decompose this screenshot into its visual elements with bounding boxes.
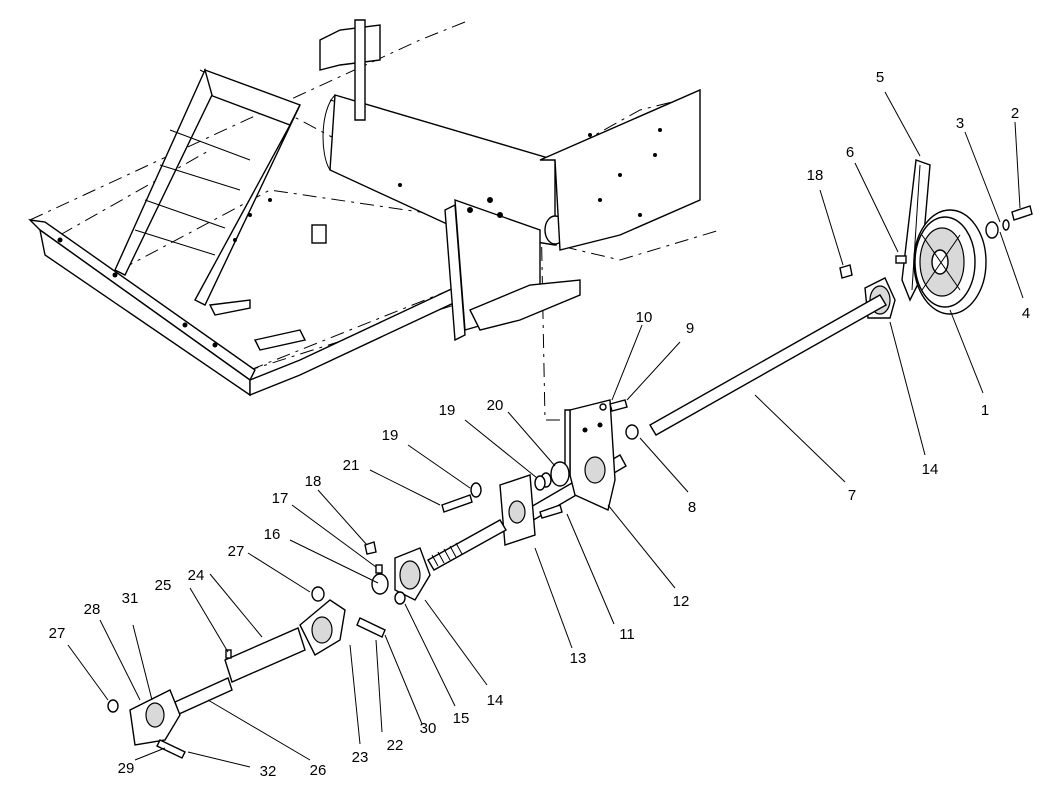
- callout-21: 21: [343, 457, 360, 474]
- callout-labels: 1 2 3 4 5 6 7 8 9 10 11 12 13 14 14 14 1…: [49, 69, 1031, 780]
- callout-27-lower: 27: [49, 625, 66, 642]
- splined-shaft: [364, 519, 507, 605]
- callout-2: 2: [1011, 105, 1019, 122]
- callout-25: 25: [155, 577, 172, 594]
- callout-6: 6: [846, 144, 854, 161]
- callout-24: 24: [188, 567, 205, 584]
- callout-19-left: 19: [382, 427, 399, 444]
- callout-27-upper: 27: [228, 543, 245, 560]
- callout-30: 30: [420, 720, 437, 737]
- pulley-assembly: [839, 159, 1033, 319]
- callout-19-right: 19: [439, 402, 456, 419]
- callout-18-lower: 18: [305, 473, 322, 490]
- callout-23: 23: [352, 749, 369, 766]
- callout-16: 16: [264, 526, 281, 543]
- callout-22: 22: [387, 737, 404, 754]
- callout-1: 1: [981, 402, 989, 419]
- callout-26: 26: [310, 762, 327, 779]
- callout-18-upper: 18: [807, 167, 824, 184]
- callout-29: 29: [118, 760, 135, 777]
- leader-lines: [67, 91, 1024, 768]
- callout-15: 15: [453, 710, 470, 727]
- callout-28: 28: [84, 601, 101, 618]
- mounting-plate: [441, 474, 536, 546]
- callout-14-upper: 14: [922, 461, 939, 478]
- bearing-bracket: [534, 399, 639, 519]
- callout-9: 9: [686, 320, 694, 337]
- callout-31: 31: [122, 590, 139, 607]
- callout-17: 17: [272, 490, 289, 507]
- callout-8: 8: [688, 499, 696, 516]
- callout-32: 32: [260, 763, 277, 780]
- callout-14-lower: 14: [487, 692, 504, 709]
- callout-11: 11: [619, 626, 635, 643]
- callout-12: 12: [673, 593, 690, 610]
- frame-assembly: [28, 19, 721, 421]
- callout-10: 10: [636, 309, 653, 326]
- callout-7: 7: [848, 487, 856, 504]
- callout-3: 3: [956, 115, 964, 132]
- callout-5: 5: [876, 69, 884, 86]
- callout-4: 4: [1022, 305, 1030, 322]
- callout-20: 20: [487, 397, 504, 414]
- drive-shaft-assembly: [107, 586, 386, 759]
- callout-13: 13: [570, 650, 587, 667]
